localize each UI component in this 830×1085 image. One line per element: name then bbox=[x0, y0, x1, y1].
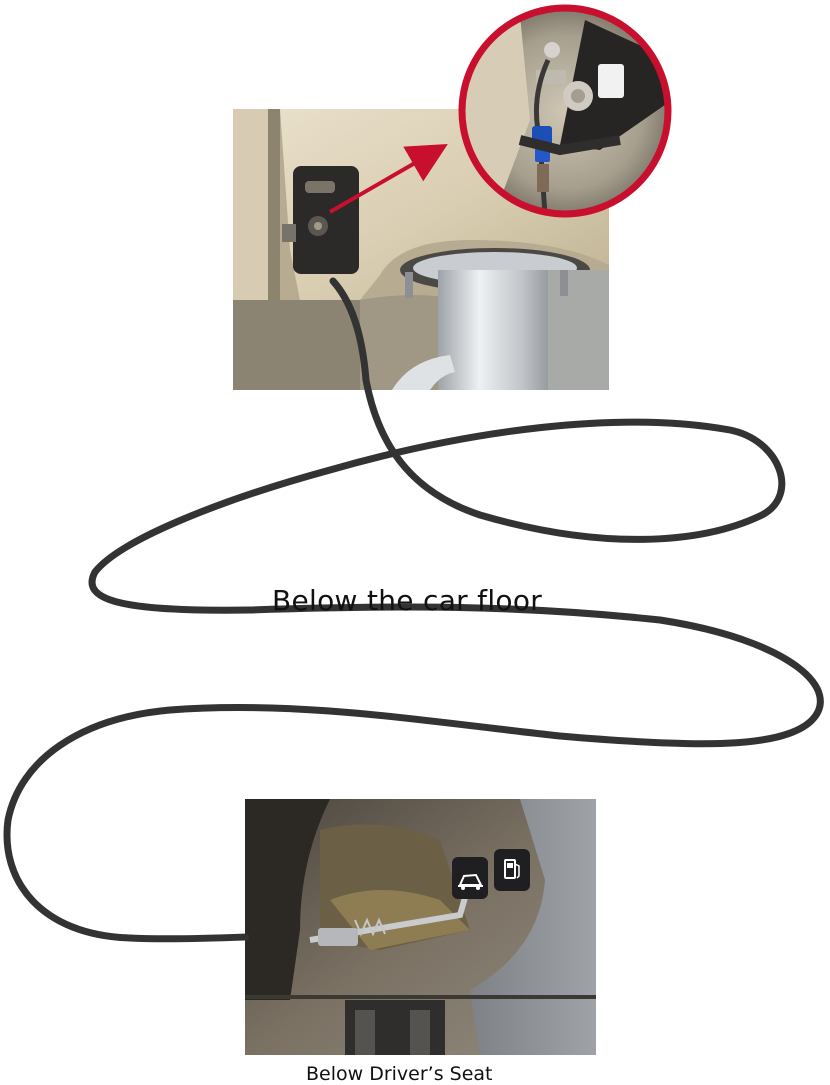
release-cable bbox=[3, 277, 824, 943]
floor-route-label: Below the car floor bbox=[272, 584, 543, 617]
release-lever-photo bbox=[245, 799, 596, 1055]
car-trunk-icon bbox=[458, 873, 483, 890]
fuel-pump-icon bbox=[504, 859, 520, 879]
callout-arrow bbox=[329, 144, 448, 214]
seat-location-label: Below Driver’s Seat bbox=[306, 1063, 493, 1085]
latch-zoom-callout bbox=[458, 4, 672, 218]
